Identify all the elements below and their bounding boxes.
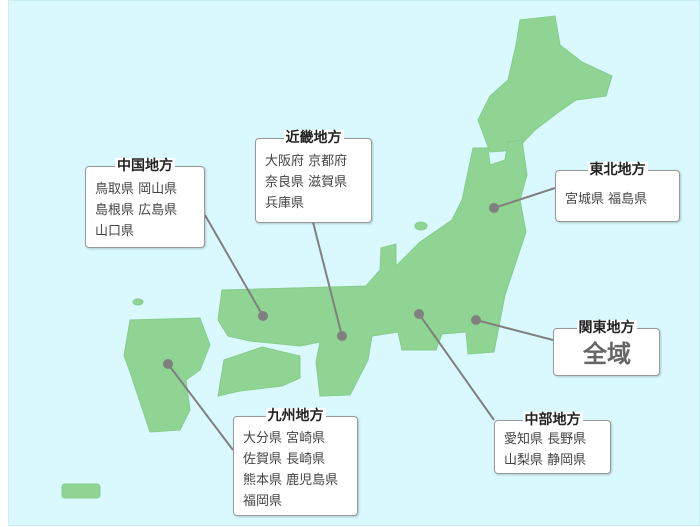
callout-kinki: 近畿地方 大阪府 京都府 奈良県 滋賀県 兵庫県 xyxy=(255,130,372,223)
small-island xyxy=(132,298,144,306)
marker-kinki[interactable] xyxy=(337,331,347,341)
region-title: 関東地方 xyxy=(576,320,637,336)
sado-island xyxy=(414,221,428,231)
region-title: 九州地方 xyxy=(265,408,326,424)
connector-kinki xyxy=(312,221,343,337)
prefecture-line: 福岡県 xyxy=(243,494,283,509)
connector-tohoku xyxy=(493,187,556,209)
callout-tohoku: 東北地方 宮城県 福島県 xyxy=(555,162,680,222)
prefecture-line: 大分県 宮崎県 xyxy=(243,431,326,446)
kyushu-landmass xyxy=(123,317,211,433)
marker-kanto[interactable] xyxy=(471,315,481,325)
marker-chubu[interactable] xyxy=(414,309,424,319)
prefecture-line: 兵庫県 xyxy=(265,196,305,211)
connector-chugoku xyxy=(204,214,264,317)
hokkaido-landmass xyxy=(477,15,613,153)
connector-chubu xyxy=(418,313,495,421)
callout-kanto: 関東地方 全域 xyxy=(553,320,660,376)
callout-kyushu: 九州地方 大分県 宮崎県 佐賀県 長崎県 熊本県 鹿児島県 福岡県 xyxy=(233,408,358,516)
region-title: 中部地方 xyxy=(522,412,583,428)
area-label: 全域 xyxy=(583,340,631,368)
honshu-landmass xyxy=(217,139,528,397)
prefecture-line: 島根県 広島県 xyxy=(95,203,178,218)
region-title: 東北地方 xyxy=(587,162,648,178)
shikoku-landmass xyxy=(217,346,301,397)
marker-kyushu[interactable] xyxy=(163,359,173,369)
marker-chugoku[interactable] xyxy=(258,311,268,321)
marker-tohoku[interactable] xyxy=(489,203,499,213)
prefecture-line: 愛知県 長野県 xyxy=(504,432,587,447)
prefecture-line: 大阪府 京都府 xyxy=(265,154,348,169)
prefecture-line: 宮城県 福島県 xyxy=(565,192,648,207)
connector-kyushu xyxy=(167,363,234,451)
callout-chugoku: 中国地方 鳥取県 岡山県 島根県 広島県 山口県 xyxy=(85,158,205,248)
connector-kanto xyxy=(475,319,554,341)
prefecture-line: 鳥取県 岡山県 xyxy=(95,182,178,197)
region-title: 近畿地方 xyxy=(283,130,344,146)
callout-chubu: 中部地方 愛知県 長野県 山梨県 静岡県 xyxy=(494,412,611,474)
southern-island xyxy=(61,483,101,499)
prefecture-line: 佐賀県 長崎県 xyxy=(243,452,326,467)
region-title: 中国地方 xyxy=(115,158,175,174)
prefecture-line: 奈良県 滋賀県 xyxy=(265,175,348,190)
prefecture-line: 山梨県 静岡県 xyxy=(504,453,587,468)
prefecture-line: 山口県 xyxy=(95,224,135,239)
prefecture-line: 熊本県 鹿児島県 xyxy=(243,473,339,488)
